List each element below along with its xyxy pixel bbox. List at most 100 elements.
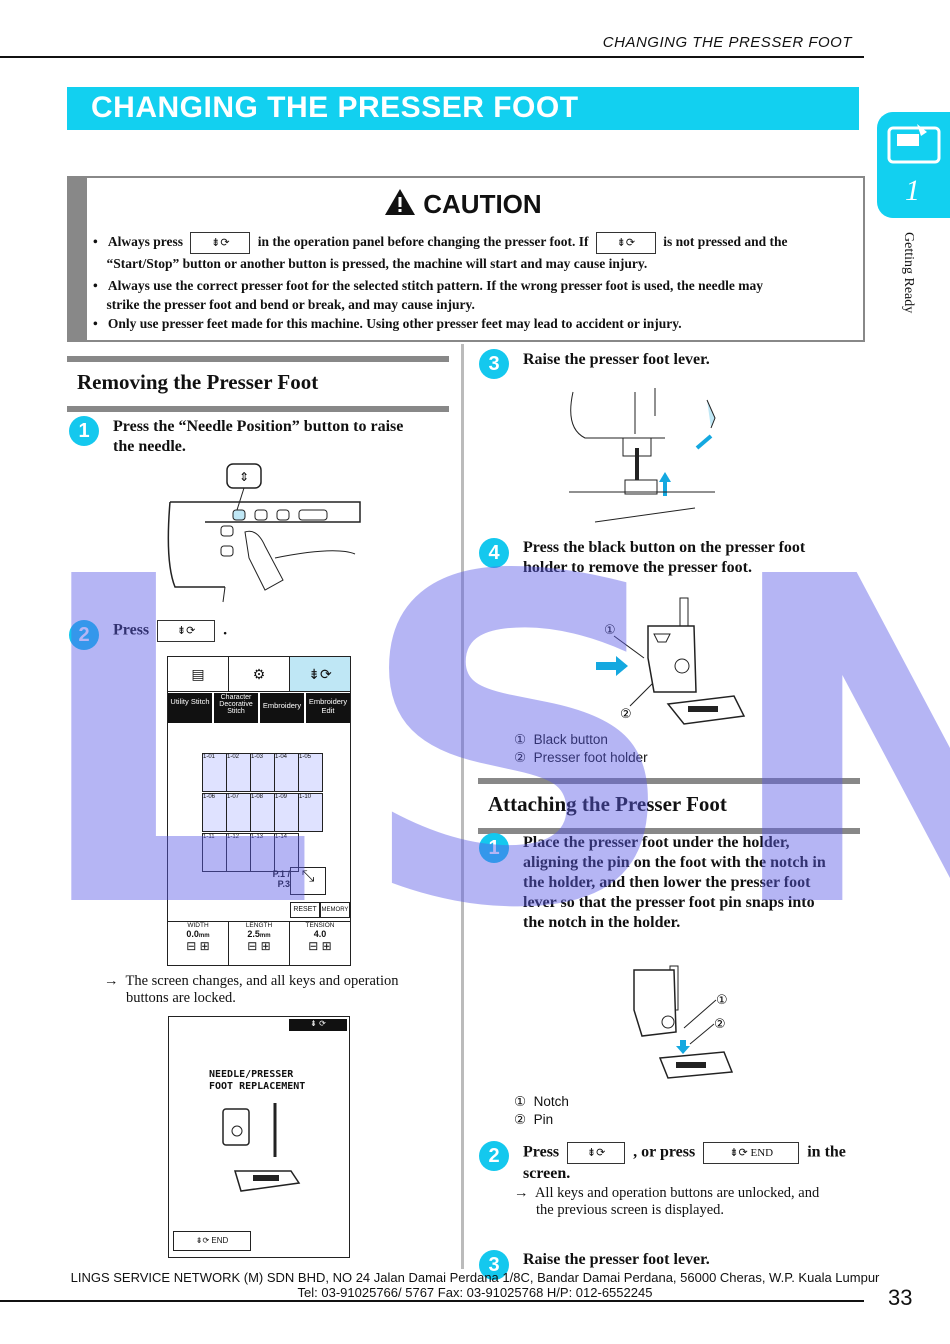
stitch-cell[interactable]: 1-04	[274, 753, 299, 792]
caution-text: Always use the correct presser foot for …	[107, 278, 763, 293]
tab-embroidery[interactable]: Embroidery	[260, 693, 304, 723]
length-stepper[interactable]: ⊟ ⊞	[247, 939, 271, 953]
reset-button[interactable]: RESET	[290, 902, 320, 918]
memory-button[interactable]: MEMORY	[320, 902, 350, 918]
stitch-cell[interactable]: 1-14	[274, 833, 299, 872]
footer-line-1: LINGS SERVICE NETWORK (M) SDN BHD, NO 24…	[70, 1270, 880, 1285]
page-arrow-icon[interactable]: ⤡	[290, 867, 326, 895]
legend-label: Pin	[533, 1112, 554, 1127]
caution-bullet-1: • Always press ⇟⟳ in the operation panel…	[93, 232, 788, 273]
step-number: 4	[479, 538, 509, 568]
chapter-tab: 1	[877, 112, 950, 218]
warning-icon	[385, 189, 415, 215]
step-1-text: Press the “Needle Position” button to ra…	[113, 417, 403, 457]
note-line: buttons are locked.	[126, 990, 236, 1006]
column-divider	[461, 344, 464, 1269]
width-label: WIDTH	[187, 922, 209, 929]
length-value: 2.5	[247, 929, 260, 939]
page-indicator: P.1 / P.3	[272, 869, 290, 889]
step-line: lever so that the presser foot pin snaps…	[523, 894, 815, 911]
legend-num: ①	[514, 732, 527, 747]
needle-position-illustration: ⇕	[167, 463, 361, 603]
width-stepper[interactable]: ⊟ ⊞	[186, 939, 210, 953]
stitch-cell[interactable]: 1-01	[202, 753, 227, 792]
stitch-cell[interactable]: 1-06	[202, 793, 227, 832]
step-line: in the	[807, 1143, 846, 1161]
stitch-cell[interactable]: 1-07	[226, 793, 251, 832]
stitch-cell[interactable]: 1-03	[250, 753, 275, 792]
tab-utility-stitch[interactable]: Utility Stitch	[168, 693, 212, 723]
section-title: Removing the Presser Foot	[77, 370, 319, 394]
legend-label: Notch	[533, 1094, 569, 1109]
caution-heading: CAUTION	[384, 188, 542, 220]
legend-num: ②	[514, 750, 527, 765]
stitch-cell[interactable]: 1-11	[202, 833, 227, 872]
step-number: 3	[479, 349, 509, 379]
caution-text: is not pressed and the	[663, 234, 788, 250]
tension-stepper[interactable]: ⊟ ⊞	[308, 939, 332, 953]
attach-step-2-text: Press ⇟⟳ , or press ⇟⟳ END in the screen…	[523, 1142, 846, 1184]
svg-text:②: ②	[620, 707, 632, 722]
locked-screen-message: NEEDLE/PRESSER FOOT REPLACEMENT	[209, 1069, 305, 1093]
step-number: 1	[69, 416, 99, 446]
step-line: screen.	[523, 1165, 571, 1182]
legend-remove: ① Black button ② Presser foot holder	[514, 731, 648, 767]
step-line: , or press	[633, 1143, 696, 1161]
length-label: LENGTH	[245, 922, 273, 929]
tab-character-stitch[interactable]: Character Decorative Stitch	[214, 693, 258, 723]
svg-text:②: ②	[714, 1017, 726, 1032]
note-line: the previous screen is displayed.	[536, 1202, 725, 1218]
locked-key-icon: ⇟ ⟳	[289, 1019, 347, 1031]
stitch-cell[interactable]: 1-02	[226, 753, 251, 792]
attach-foot-illustration: ① ②	[633, 965, 734, 1079]
running-head: CHANGING THE PRESSER FOOT	[602, 34, 852, 51]
width-value: 0.0	[186, 929, 199, 939]
note-line: The screen changes, and all keys and ope…	[125, 973, 399, 989]
svg-text:①: ①	[716, 993, 728, 1008]
stitch-cell[interactable]: 1-08	[250, 793, 275, 832]
caution-text: in the operation panel before changing t…	[257, 234, 589, 250]
presser-foot-key-icon: ⇟⟳	[595, 232, 656, 254]
stitch-cell[interactable]: 1-09	[274, 793, 299, 832]
caution-text: “Start/Stop” button or another button is…	[106, 256, 648, 271]
unlock-end-key-icon: ⇟⟳ END	[703, 1142, 800, 1164]
footer-line-2: Tel: 03-91025766/ 5767 Fax: 03-91025768 …	[297, 1285, 653, 1300]
settings-icon[interactable]: ⚙	[229, 657, 290, 691]
step-line: Place the presser foot under the holder,	[523, 834, 790, 851]
stitch-cell[interactable]: 1-12	[226, 833, 251, 872]
stitch-cell[interactable]: 1-10	[298, 793, 323, 832]
step-number: 2	[479, 1141, 509, 1171]
title-bar: CHANGING THE PRESSER FOOT	[67, 87, 859, 130]
step-2-text: Press ⇟⟳ .	[113, 620, 227, 642]
section-heading-removing: Removing the Presser Foot	[67, 356, 449, 412]
step-number: 3	[479, 1250, 509, 1280]
legend-attach: ① Notch ② Pin	[514, 1093, 569, 1129]
svg-text:①: ①	[604, 623, 616, 638]
svg-text:⇕: ⇕	[239, 470, 249, 484]
tab-embroidery-edit[interactable]: Embroidery Edit	[306, 693, 350, 723]
manual-icon[interactable]: ▤	[168, 657, 229, 691]
arrow-icon: →	[104, 973, 119, 989]
caution-box: CAUTION • Always press ⇟⟳ in the operati…	[67, 176, 865, 342]
width-control: WIDTH 0.0mm ⊟ ⊞	[168, 922, 229, 966]
sewing-machine-icon	[887, 124, 941, 164]
legend-num: ②	[514, 1112, 527, 1127]
legend-num: ①	[514, 1094, 527, 1109]
section-title: Attaching the Presser Foot	[488, 792, 727, 816]
tension-control: TENSION 4.0 ⊟ ⊞	[290, 922, 350, 966]
presser-foot-key-icon: ⇟⟳	[190, 232, 251, 254]
step-line: Press	[113, 621, 150, 639]
message-line: FOOT REPLACEMENT	[209, 1081, 306, 1092]
stitch-cell[interactable]: 1-13	[250, 833, 275, 872]
caution-bullet-2: • Always use the correct presser foot fo…	[93, 278, 763, 312]
step-number: 1	[479, 833, 509, 863]
length-unit: mm	[259, 933, 271, 939]
locked-screen: ⇟ ⟳ NEEDLE/PRESSER FOOT REPLACEMENT ⇟⟳ E…	[168, 1016, 350, 1258]
step-line: Press the “Needle Position” button to ra…	[113, 418, 404, 435]
caution-bullet-3: • Only use presser feet made for this ma…	[93, 316, 682, 331]
presser-foot-lever-illustration	[569, 388, 716, 523]
presser-foot-key-icon[interactable]: ⇟⟳	[290, 657, 350, 691]
stitch-cell[interactable]: 1-05	[298, 753, 323, 792]
unlock-end-button[interactable]: ⇟⟳ END	[173, 1231, 251, 1251]
